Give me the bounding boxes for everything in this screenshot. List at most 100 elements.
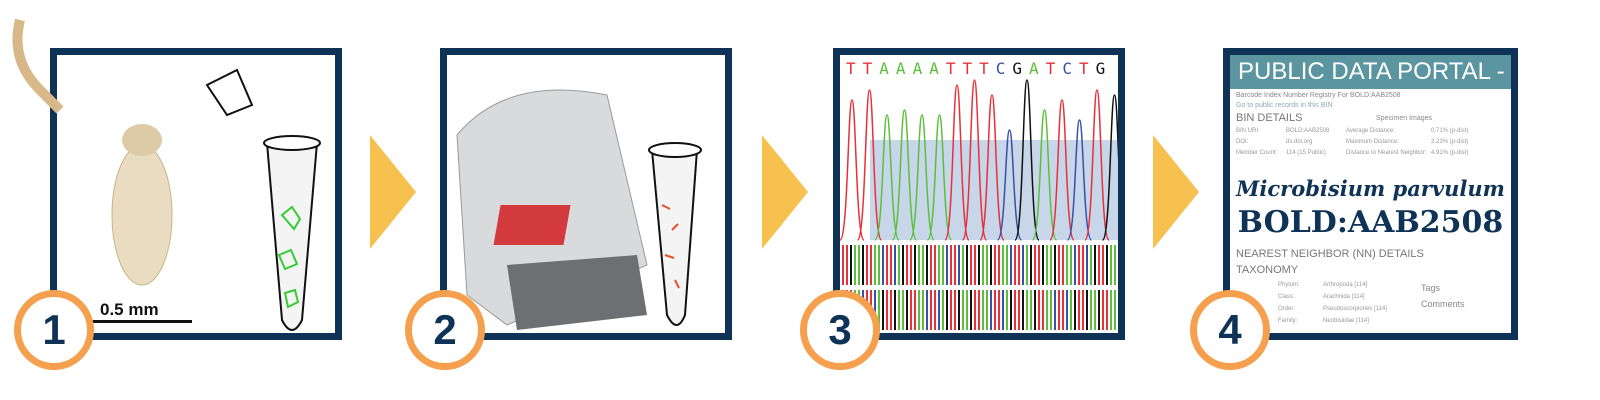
- cell: Family:: [1278, 318, 1298, 324]
- barcode-line: [850, 245, 852, 285]
- barcode-line: [922, 290, 924, 330]
- public-records-link[interactable]: Go to public records in this BIN: [1236, 102, 1333, 109]
- barcode-line: [1094, 245, 1096, 285]
- tube-icon: [205, 68, 321, 331]
- barcode-line: [1006, 290, 1008, 330]
- barcode-line: [962, 290, 964, 330]
- barcode-line: [966, 290, 968, 330]
- barcode-line: [986, 290, 988, 330]
- barcode-line: [1002, 290, 1004, 330]
- barcode-line: [858, 245, 860, 285]
- specimen-panel: [50, 48, 342, 340]
- trace-peak: [856, 89, 883, 241]
- barcode-line: [1046, 290, 1048, 330]
- barcode-line: [886, 290, 888, 330]
- barcode-line: [874, 245, 876, 285]
- cell: 4.91% (p-dist): [1431, 150, 1469, 156]
- barcode-line: [1014, 290, 1016, 330]
- base-letter: T: [962, 59, 973, 78]
- barcode-line: [1078, 245, 1080, 285]
- step-number-4: 4: [1190, 290, 1270, 370]
- arrow-icon: [1153, 135, 1199, 249]
- barcode-line: [1102, 245, 1104, 285]
- barcode-line: [946, 290, 948, 330]
- species-name: Microbisium parvulum: [1236, 176, 1505, 201]
- barcode-line: [906, 290, 908, 330]
- barcode-line: [978, 290, 980, 330]
- barcode-line: [1018, 290, 1020, 330]
- trace-peak: [1049, 99, 1075, 241]
- cell: Arachnida [114]: [1323, 294, 1365, 300]
- arrow-icon: [370, 135, 416, 249]
- cell: Maximum Distance:: [1346, 139, 1399, 145]
- barcode-line: [1070, 290, 1072, 330]
- barcode-line: [890, 290, 892, 330]
- barcode-line: [882, 245, 884, 285]
- barcode-line: [1058, 245, 1060, 285]
- base-letter: A: [1029, 59, 1039, 78]
- barcode-line: [1062, 290, 1064, 330]
- barcode-line: [866, 245, 868, 285]
- barcode-line: [938, 290, 940, 330]
- barcode-line: [946, 245, 948, 285]
- step-number-1: 1: [14, 290, 94, 370]
- barcode-line: [974, 245, 976, 285]
- cell: 3.23% (p-dist): [1431, 139, 1469, 145]
- trace-peak: [1014, 79, 1040, 241]
- cell: Distance to Nearest Neighbor:: [1346, 150, 1427, 156]
- barcode-line: [1010, 290, 1012, 330]
- barcode-line: [982, 290, 984, 330]
- barcode-line: [934, 290, 936, 330]
- base-letter: A: [895, 59, 906, 78]
- trace-peak: [979, 94, 1005, 241]
- barcode-line: [994, 290, 996, 330]
- comments-label: Comments: [1421, 299, 1465, 309]
- barcode-line: [1074, 245, 1076, 285]
- barcode-line: [970, 245, 972, 285]
- taxonomy-row: Order:Pseudoscorpiones [114]: [1230, 303, 1403, 315]
- cell: DOI:: [1236, 139, 1249, 145]
- barcode-line: [878, 245, 880, 285]
- barcode-line: [1034, 245, 1036, 285]
- barcode-line: [910, 245, 912, 285]
- base-letter: C: [1062, 59, 1072, 78]
- barcode-line: [1050, 290, 1052, 330]
- cell: 114 (15 Public): [1286, 150, 1326, 156]
- cell: 0.71% (p-dist): [1431, 128, 1469, 134]
- barcode-line: [1114, 290, 1116, 330]
- base-letter: C: [995, 59, 1006, 78]
- barcode-line: [902, 290, 904, 330]
- barcode-line: [914, 245, 916, 285]
- barcode-line: [998, 290, 1000, 330]
- barcode-line: [954, 245, 956, 285]
- barcode-line: [890, 245, 892, 285]
- barcode-line: [926, 290, 928, 330]
- barcode-line: [1050, 245, 1052, 285]
- barcode-line: [854, 245, 856, 285]
- cell: BIN URI:: [1236, 128, 1260, 134]
- barcode-line: [962, 245, 964, 285]
- trace-peak: [840, 99, 865, 241]
- barcode-line: [970, 290, 972, 330]
- barcode-line: [1042, 290, 1044, 330]
- barcode-line: [1038, 245, 1040, 285]
- barcode-line: [950, 245, 952, 285]
- trace-peak: [1101, 94, 1118, 241]
- base-letter: A: [912, 59, 923, 78]
- barcode-line: [870, 245, 872, 285]
- barcode-line: [938, 245, 940, 285]
- barcode-line: [978, 245, 980, 285]
- barcode-line: [1082, 245, 1084, 285]
- barcode-line: [846, 245, 848, 285]
- barcode-line: [914, 290, 916, 330]
- cell: Member Count:: [1236, 150, 1278, 156]
- barcode-line: [1106, 245, 1108, 285]
- barcode-line: [990, 290, 992, 330]
- barcode-line: [842, 245, 844, 285]
- cell: Neobisiidae [114]: [1323, 318, 1369, 324]
- barcode-line: [942, 290, 944, 330]
- base-letter: A: [879, 59, 889, 78]
- barcode-line: [958, 290, 960, 330]
- taxonomy-heading: TAXONOMY: [1236, 264, 1299, 276]
